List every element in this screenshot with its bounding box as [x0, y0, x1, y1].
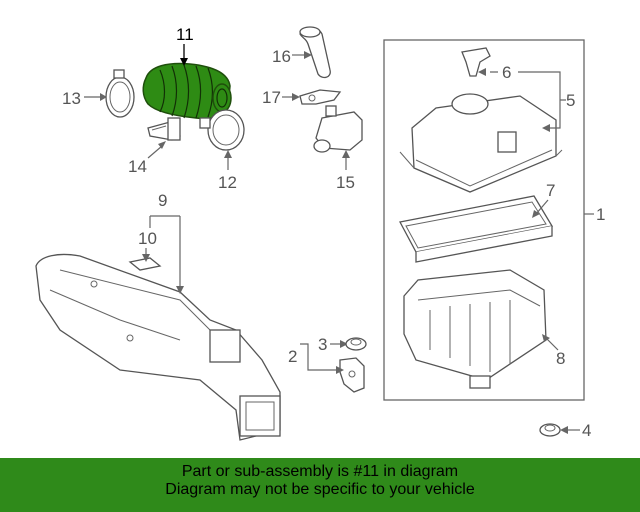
callout-11: 11	[176, 25, 194, 44]
part-11-intake-hose[interactable]	[142, 62, 232, 120]
part-13-clamp[interactable]	[105, 69, 135, 118]
part-2-bracket[interactable]	[339, 357, 365, 393]
callout-15: 15	[336, 173, 355, 192]
arrow-16	[304, 51, 312, 59]
arrow-6	[478, 68, 486, 76]
callout-3: 3	[318, 335, 327, 354]
arrow-3	[340, 340, 348, 348]
callout-9: 9	[158, 191, 167, 210]
arrow-5	[542, 124, 550, 132]
part-6-fitting[interactable]	[461, 47, 491, 77]
banner-line-2: Diagram may not be specific to your vehi…	[165, 481, 475, 498]
callout-8: 8	[556, 349, 565, 368]
info-banner: Part or sub-assembly is #11 in diagram D…	[0, 458, 640, 512]
part-8-cleaner-case[interactable]	[403, 269, 547, 389]
arrow-11	[180, 58, 188, 66]
arrow-13	[100, 93, 107, 101]
callout-5: 5	[566, 91, 575, 110]
arrow-4	[560, 426, 568, 434]
callout-10: 10	[138, 229, 157, 248]
assembly-box-1	[383, 39, 585, 401]
callout-6: 6	[502, 63, 511, 82]
callout-12: 12	[218, 173, 237, 192]
arrow-12	[224, 150, 232, 158]
parts-diagram: 11 13 14 12 16 17	[35, 25, 605, 441]
callout-4: 4	[582, 421, 591, 440]
callout-2: 2	[288, 347, 297, 366]
part-17-clip[interactable]	[299, 89, 342, 105]
arrow-14	[158, 141, 166, 149]
arrow-9	[176, 286, 184, 294]
arrow-2	[336, 366, 344, 374]
part-10-label-pad[interactable]	[128, 257, 162, 271]
arrow-15	[342, 150, 350, 158]
part-9-intake-duct[interactable]	[35, 253, 281, 441]
part-3-grommet[interactable]	[345, 337, 367, 351]
part-5-cleaner-cover[interactable]	[399, 93, 563, 193]
callout-7: 7	[546, 181, 555, 200]
callout-14: 14	[128, 157, 147, 176]
arrow-8	[542, 334, 550, 342]
part-7-filter-element[interactable]	[399, 195, 554, 263]
callout-17: 17	[262, 88, 281, 107]
callout-13: 13	[62, 89, 81, 108]
arrow-17	[292, 93, 300, 101]
part-4-grommet[interactable]	[539, 423, 561, 437]
part-16-hose[interactable]	[299, 26, 331, 79]
arrow-7	[532, 210, 540, 218]
callout-1: 1	[596, 205, 605, 224]
callout-16: 16	[272, 47, 291, 66]
banner-line-1: Part or sub-assembly is #11 in diagram	[181, 463, 459, 480]
part-14-sensor[interactable]	[147, 117, 181, 141]
arrow-10	[142, 254, 150, 262]
part-12-clamp[interactable]	[199, 109, 245, 151]
part-15-resonator[interactable]	[313, 105, 363, 153]
